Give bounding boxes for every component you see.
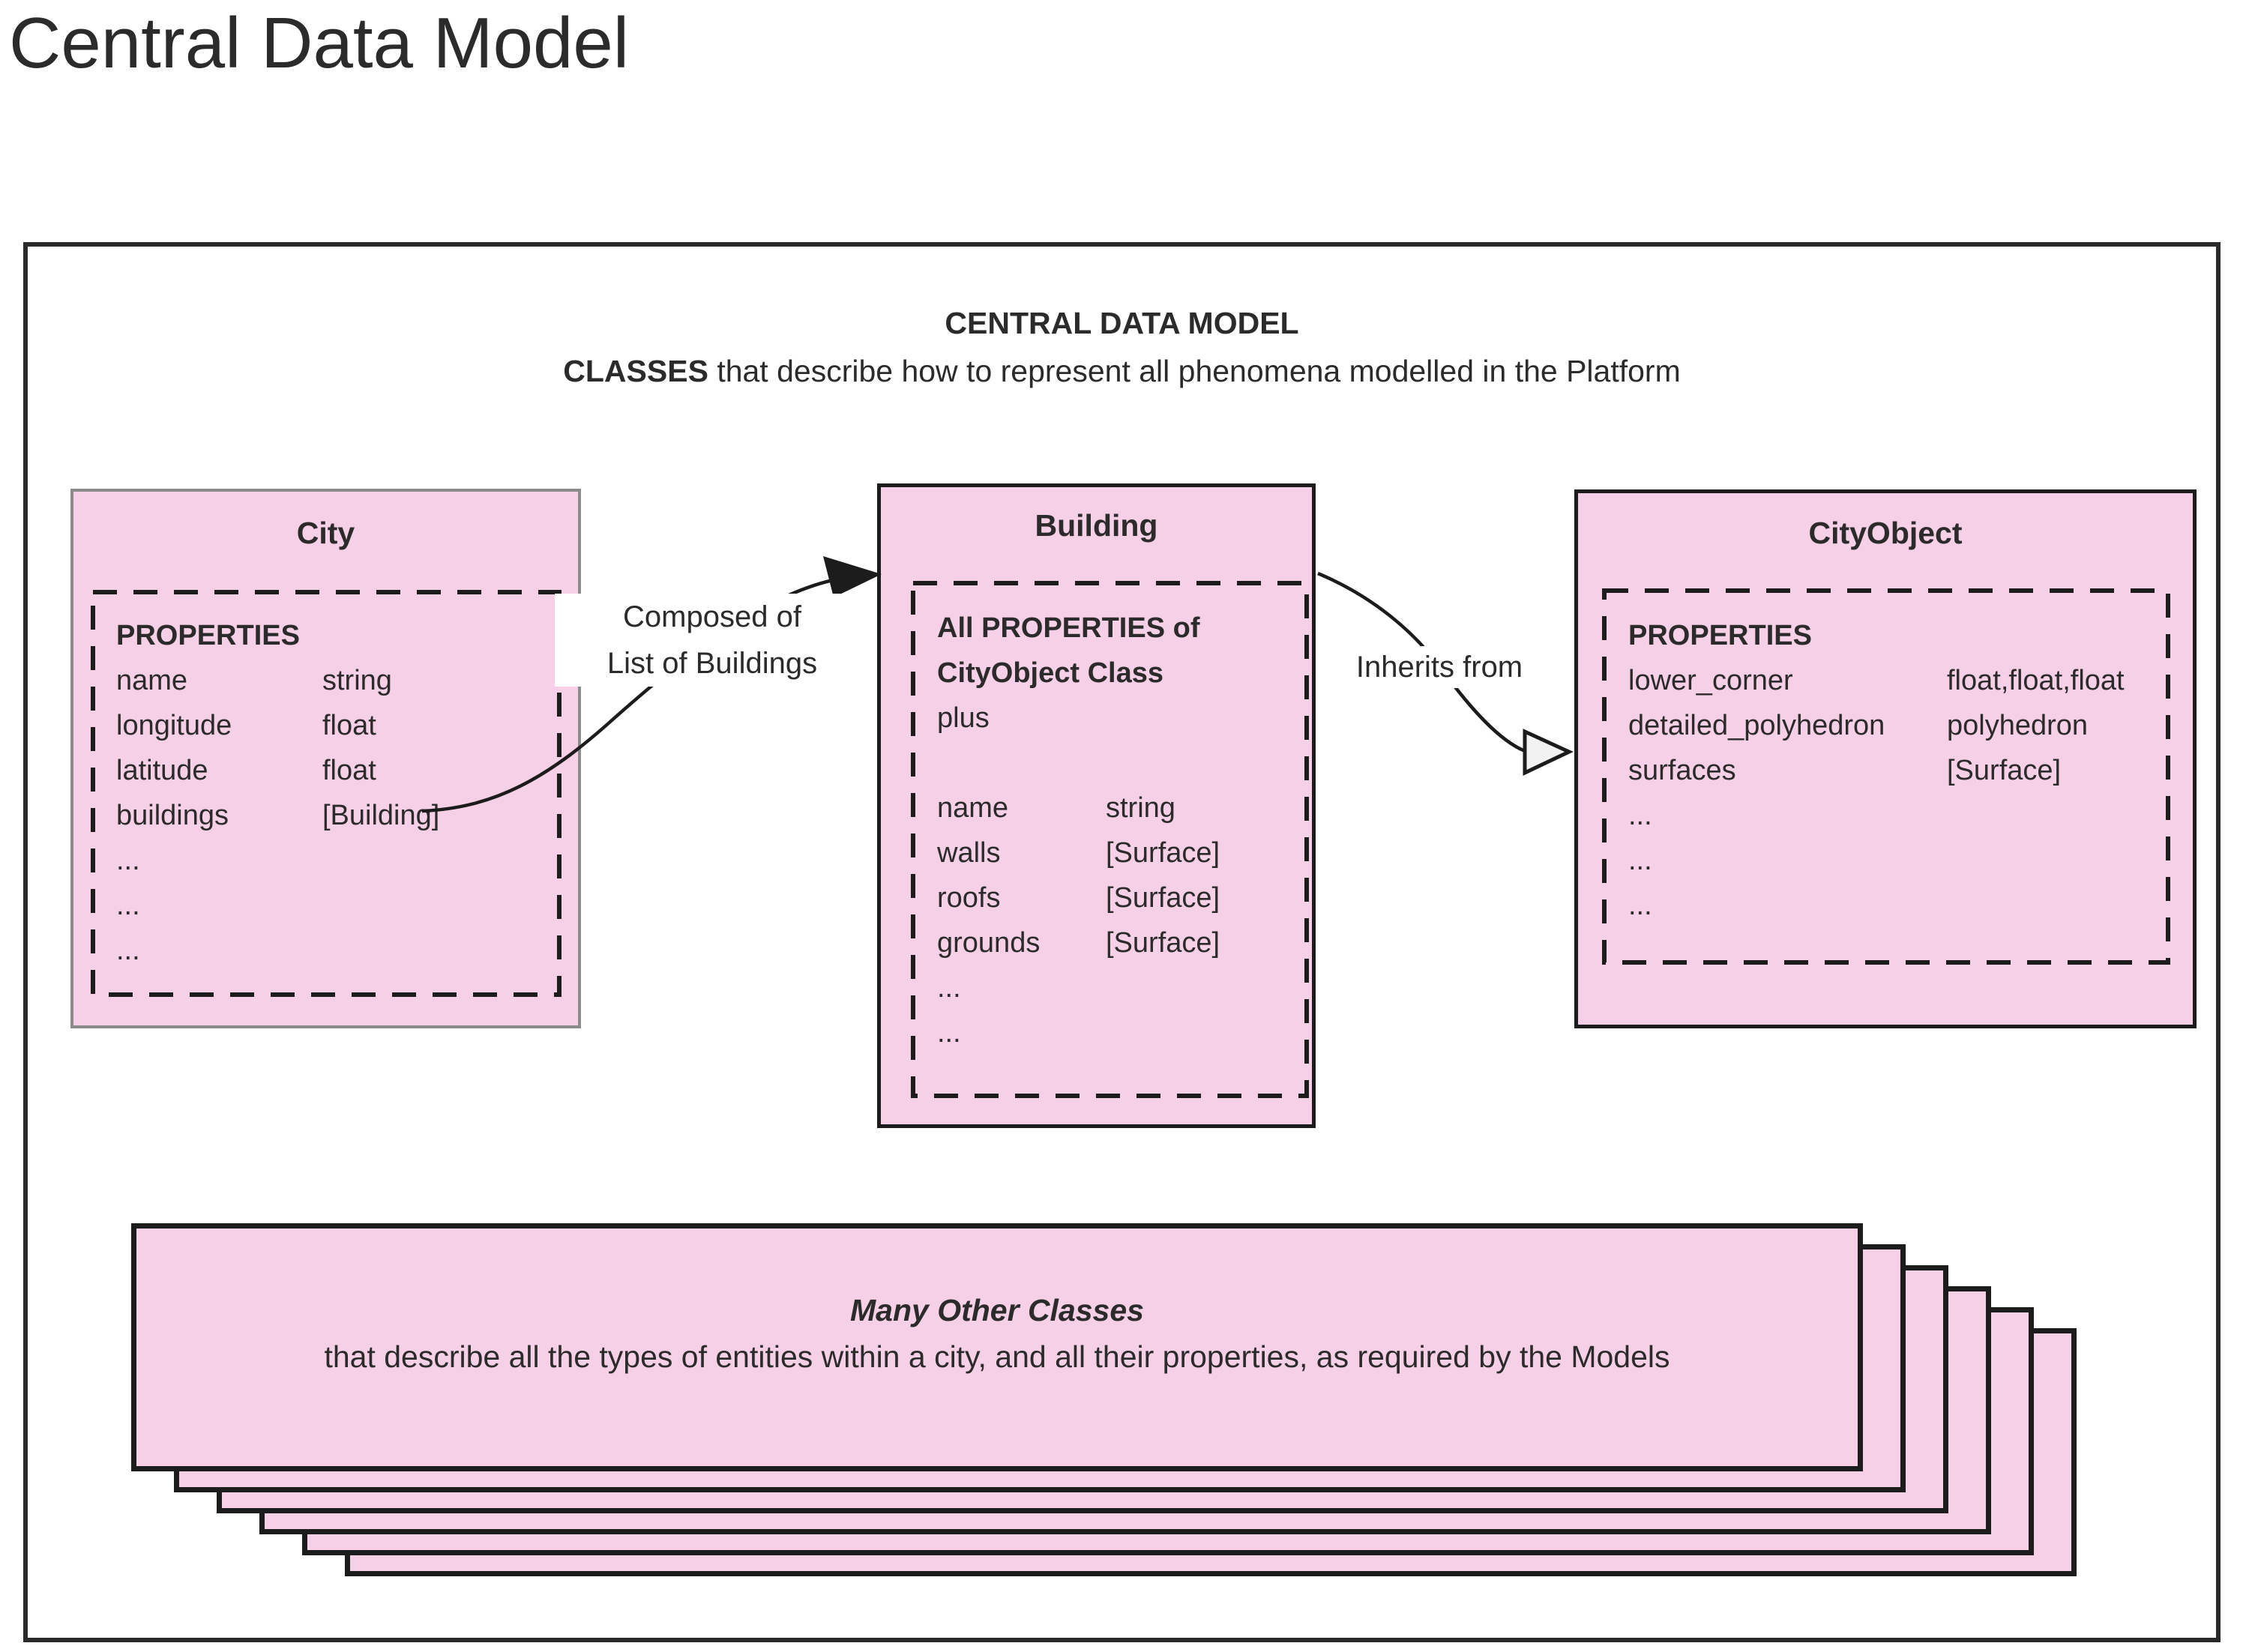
property-row: ... — [116, 883, 547, 928]
property-name: buildings — [116, 800, 229, 831]
spacer — [937, 741, 1297, 786]
class-title-building: Building — [1035, 508, 1158, 543]
property-row: ... — [1628, 883, 2153, 928]
property-row: buildings [Building] — [116, 793, 547, 838]
property-name: ... — [1628, 800, 1652, 831]
property-type: [Building] — [322, 800, 440, 831]
property-row: name string — [937, 786, 1297, 830]
stack-card-title: Many Other Classes — [850, 1293, 1144, 1327]
stack-card-text: Many Other Classes that describe all the… — [136, 1229, 1858, 1377]
property-name: ... — [116, 845, 140, 876]
inherits-from-label: Inherits from — [1334, 646, 1544, 688]
property-name: walls — [937, 837, 1001, 869]
property-row: ... — [1628, 793, 2153, 838]
property-row: latitude float — [116, 748, 547, 793]
property-row: ... — [1628, 838, 2153, 883]
class-title-cityobject: CityObject — [1808, 516, 1963, 550]
property-row: ... — [937, 1010, 1297, 1055]
property-type: float — [322, 710, 376, 741]
class-content-cityobject: PROPERTIES lower_corner float,float,float… — [1628, 613, 2153, 928]
property-name: latitude — [116, 755, 208, 786]
property-row: detailed_polyhedron polyhedron — [1628, 703, 2153, 748]
property-row: walls [Surface] — [937, 830, 1297, 875]
building-section-line2: CityObject Class — [937, 657, 1163, 689]
diagram-header: CENTRAL DATA MODEL CLASSES that describe… — [23, 303, 2221, 391]
stack-card-subtitle: that describe all the types of entities … — [324, 1339, 1670, 1374]
diagram-header-title: CENTRAL DATA MODEL — [945, 306, 1299, 340]
property-row: longitude float — [116, 703, 547, 748]
property-type: float,float,float — [1947, 665, 2125, 696]
property-name: ... — [116, 935, 140, 966]
diagram-header-subtitle-rest: that describe how to represent all pheno… — [708, 354, 1681, 388]
property-type: [Surface] — [1106, 882, 1220, 914]
property-row: roofs [Surface] — [937, 875, 1297, 920]
property-name: lower_corner — [1628, 665, 1793, 696]
property-row: grounds [Surface] — [937, 920, 1297, 965]
property-row: ... — [116, 928, 547, 973]
stack-card-front: Many Other Classes that describe all the… — [131, 1223, 1863, 1471]
property-name: ... — [116, 890, 140, 921]
property-name: name — [937, 792, 1009, 824]
class-title-city: City — [296, 516, 355, 550]
property-name: ... — [937, 1017, 961, 1049]
property-type: string — [322, 665, 392, 696]
property-type: string — [1106, 792, 1175, 824]
property-name: ... — [937, 972, 961, 1004]
property-type: [Surface] — [1947, 755, 2062, 786]
property-name: name — [116, 665, 188, 696]
property-name: ... — [1628, 890, 1652, 921]
property-row: ... — [937, 965, 1297, 1010]
page-title: Central Data Model — [9, 3, 630, 83]
property-type: float — [322, 755, 376, 786]
property-type: [Surface] — [1106, 837, 1220, 869]
diagram-header-subtitle-bold: CLASSES — [563, 354, 708, 388]
building-section-line1: All PROPERTIES of — [937, 612, 1200, 644]
property-row: ... — [116, 838, 547, 883]
property-name: detailed_polyhedron — [1628, 710, 1885, 741]
property-row: surfaces [Surface] — [1628, 748, 2153, 793]
cityobject-section-header: PROPERTIES — [1628, 620, 1812, 651]
property-row: name string — [116, 658, 547, 703]
property-name: grounds — [937, 927, 1041, 959]
property-name: longitude — [116, 710, 232, 741]
property-row: lower_corner float,float,float — [1628, 658, 2153, 703]
class-content-building: All PROPERTIES of CityObject Class plus … — [937, 606, 1297, 1055]
composed-of-label: Composed of List of Buildings — [555, 594, 870, 687]
class-content-city: PROPERTIES name string longitude float lat… — [116, 613, 547, 973]
diagram-header-subtitle: CLASSES that describe how to represent a… — [23, 351, 2221, 391]
property-name: ... — [1628, 845, 1652, 876]
property-type: polyhedron — [1947, 710, 2089, 741]
building-section-line3: plus — [937, 702, 990, 734]
property-type: [Surface] — [1106, 927, 1220, 959]
composed-of-label-line2: List of Buildings — [606, 647, 818, 680]
property-name: roofs — [937, 882, 1001, 914]
composed-of-label-line1: Composed of — [623, 600, 801, 633]
property-name: surfaces — [1628, 755, 1736, 786]
city-section-header: PROPERTIES — [116, 620, 300, 651]
